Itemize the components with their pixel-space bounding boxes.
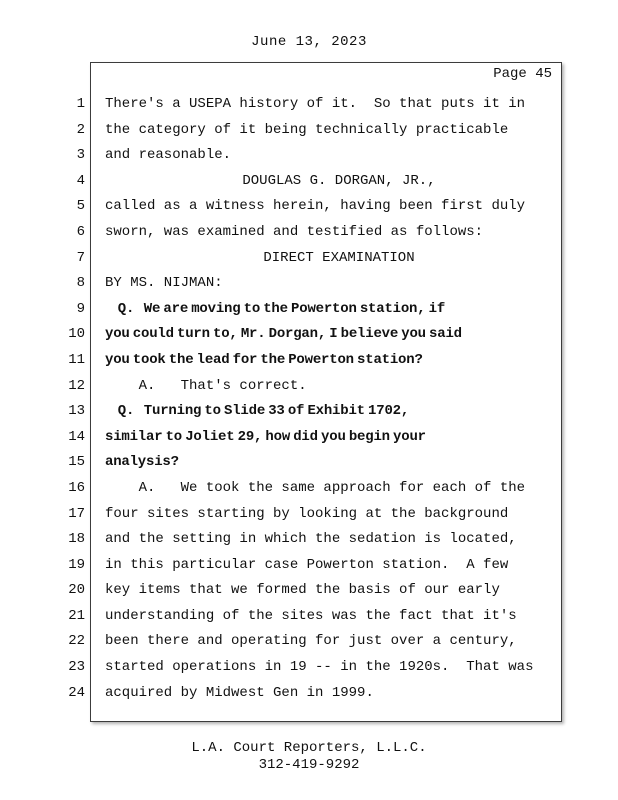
line-number: 4 (76, 172, 85, 189)
line-number: 7 (76, 249, 85, 266)
line-number: 15 (68, 454, 85, 471)
line-text: sworn, was examined and testified as fol… (105, 223, 484, 240)
transcript-lines: 1 There's a USEPA history of it. So that… (0, 92, 618, 706)
transcript-line: 21 understanding of the sites was the fa… (0, 604, 618, 630)
line-number: 24 (68, 684, 85, 701)
court-reporter-name: L.A. Court Reporters, L.L.C. (191, 740, 427, 756)
line-number: 10 (68, 326, 85, 343)
transcript-line: 17 four sites starting by looking at the… (0, 502, 618, 528)
transcript-line: 19 in this particular case Powerton stat… (0, 553, 618, 579)
line-text: the category of it being technically pra… (105, 121, 509, 138)
line-text: four sites starting by looking at the ba… (105, 505, 509, 522)
transcript-line: 6 sworn, was examined and testified as f… (0, 220, 618, 246)
line-text: acquired by Midwest Gen in 1999. (105, 684, 374, 701)
line-text: Q. We are moving to the Powerton station… (105, 300, 446, 317)
line-text: There's a USEPA history of it. So that p… (105, 96, 526, 112)
transcript-line: 13 Q. Turning to Slide 33 of Exhibit 170… (0, 399, 618, 425)
line-number: 3 (76, 147, 85, 164)
transcript-line: 1 There's a USEPA history of it. So that… (0, 92, 618, 118)
line-number: 11 (68, 351, 85, 368)
line-text: started operations in 19 -- in the 1920s… (105, 659, 534, 676)
transcript-line: 2 the category of it being technically p… (0, 118, 618, 144)
footer: L.A. Court Reporters, L.L.C. 312-419-929… (0, 740, 618, 774)
line-number: 17 (68, 505, 85, 522)
transcript-line: 10 you could turn to, Mr. Dorgan, I beli… (0, 322, 618, 348)
transcript-border-box (90, 62, 562, 722)
line-number: 19 (68, 556, 85, 573)
line-text: A. That's correct. (105, 377, 307, 394)
line-number: 9 (76, 300, 85, 317)
line-number: 23 (68, 659, 85, 676)
transcript-line: 7 DIRECT EXAMINATION (0, 246, 618, 272)
date-header: June 13, 2023 (251, 34, 367, 50)
line-text: and the setting in which the sedation is… (105, 531, 517, 548)
line-text: understanding of the sites was the fact … (105, 607, 517, 624)
transcript-line: 23 started operations in 19 -- in the 19… (0, 655, 618, 681)
transcript-line: 22 been there and operating for just ove… (0, 629, 618, 655)
line-number: 12 (68, 377, 85, 394)
line-text: DIRECT EXAMINATION (263, 249, 415, 266)
line-number: 1 (76, 96, 85, 112)
line-text: you could turn to, Mr. Dorgan, I believe… (105, 326, 462, 343)
line-number: 6 (76, 223, 85, 240)
line-number: 2 (76, 121, 85, 138)
line-text: DOUGLAS G. DORGAN, JR., (242, 172, 436, 189)
court-reporter-phone: 312-419-9292 (258, 757, 360, 773)
line-number: 22 (68, 633, 85, 650)
transcript-line: 8 BY MS. NIJMAN: (0, 271, 618, 297)
line-number: 14 (68, 428, 85, 445)
line-text: key items that we formed the basis of ou… (105, 582, 500, 599)
line-text: Q. Turning to Slide 33 of Exhibit 1702, (105, 403, 410, 420)
line-number: 21 (68, 607, 85, 624)
line-number: 16 (68, 479, 85, 496)
line-text: BY MS. NIJMAN: (105, 275, 223, 292)
transcript-line: 24 acquired by Midwest Gen in 1999. (0, 681, 618, 707)
transcript-line: 3 and reasonable. (0, 143, 618, 169)
transcript-line: 18 and the setting in which the sedation… (0, 527, 618, 553)
line-number: 20 (68, 582, 85, 599)
line-number: 8 (76, 275, 85, 292)
line-text: you took the lead for the Powerton stati… (105, 351, 423, 368)
line-number: 5 (76, 198, 85, 215)
line-text: analysis? (105, 454, 179, 471)
transcript-line: 12 A. That's correct. (0, 374, 618, 400)
transcript-line: 9 Q. We are moving to the Powerton stati… (0, 297, 618, 323)
transcript-line: 20 key items that we formed the basis of… (0, 578, 618, 604)
line-text: and reasonable. (105, 147, 232, 164)
line-text: similar to Joliet 29, how did you begin … (105, 428, 426, 445)
transcript-line: 14 similar to Joliet 29, how did you beg… (0, 425, 618, 451)
transcript-line: 4 DOUGLAS G. DORGAN, JR., (0, 169, 618, 195)
transcript-line: 11 you took the lead for the Powerton st… (0, 348, 618, 374)
page-number-label: Page 45 (493, 66, 552, 82)
line-text: A. We took the same approach for each of… (105, 479, 526, 496)
line-text: been there and operating for just over a… (105, 633, 517, 650)
line-text: in this particular case Powerton station… (105, 556, 509, 573)
line-text: called as a witness herein, having been … (105, 198, 526, 215)
line-number: 18 (68, 531, 85, 548)
line-number: 13 (68, 403, 85, 420)
transcript-line: 16 A. We took the same approach for each… (0, 476, 618, 502)
transcript-line: 15 analysis? (0, 450, 618, 476)
transcript-line: 5 called as a witness herein, having bee… (0, 194, 618, 220)
